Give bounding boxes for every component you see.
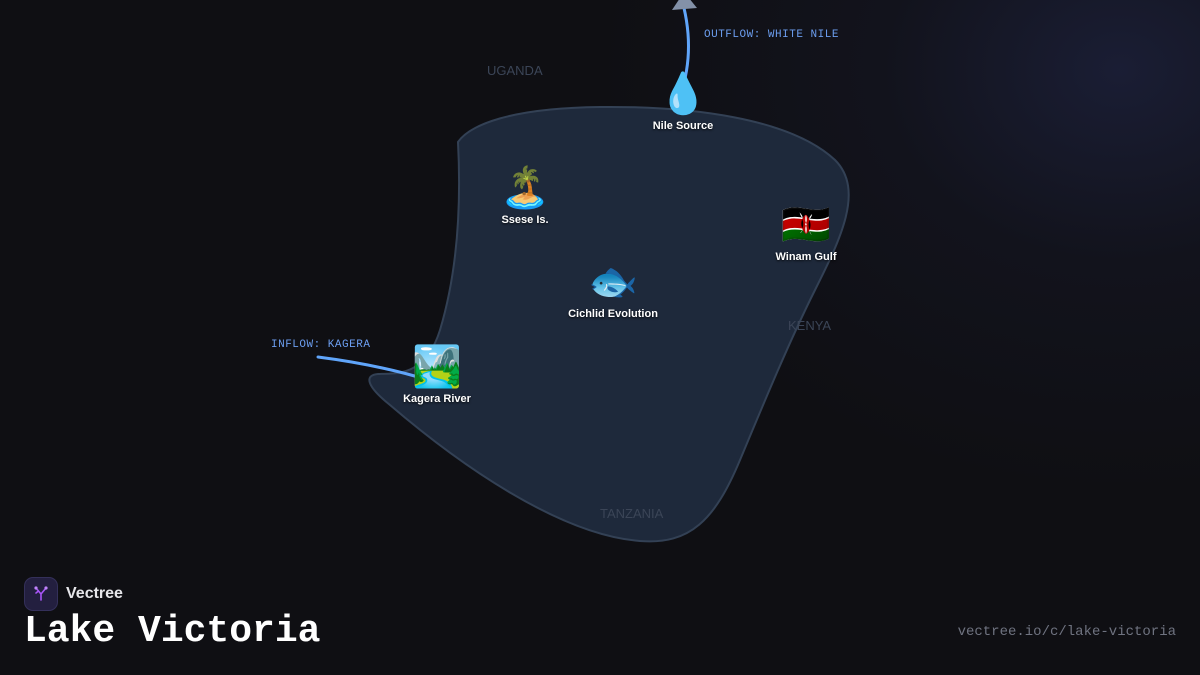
marker-label: Cichlid Evolution <box>568 308 658 320</box>
marker-winam-gulf[interactable]: 🇰🇪 Winam Gulf <box>736 201 876 263</box>
inflow-label: INFLOW: KAGERA <box>271 339 371 351</box>
lake-victoria-shape <box>368 105 850 543</box>
marker-kagera-river[interactable]: 🏞️ Kagera River <box>367 343 507 405</box>
brand: Vectree <box>24 577 123 611</box>
vectree-logo-icon <box>24 577 58 611</box>
outflow-arrowhead <box>672 0 697 10</box>
palm-island-icon: 🏝️ <box>500 165 550 211</box>
white-nile-outflow-line <box>674 6 690 108</box>
river-landscape-icon: 🏞️ <box>412 344 462 390</box>
kagera-inflow-line <box>316 355 430 382</box>
country-label-tanzania: TANZANIA <box>600 506 664 521</box>
droplet-icon: 💧 <box>658 71 708 117</box>
marker-label: Winam Gulf <box>775 251 837 263</box>
page-url[interactable]: vectree.io/c/lake-victoria <box>957 624 1176 640</box>
kenya-flag-icon: 🇰🇪 <box>781 202 831 248</box>
brand-name: Vectree <box>66 585 123 602</box>
marker-label: Kagera River <box>403 393 471 405</box>
marker-ssese-islands[interactable]: 🏝️ Ssese Is. <box>455 164 595 226</box>
country-label-kenya: KENYA <box>788 318 832 333</box>
page-title: Lake Victoria <box>24 610 321 653</box>
tree-branch-icon <box>34 586 48 601</box>
outflow-label: OUTFLOW: WHITE NILE <box>704 29 839 41</box>
fish-icon: 🐟 <box>588 259 638 305</box>
country-label-uganda: UGANDA <box>487 63 543 78</box>
marker-nile-source[interactable]: 💧 Nile Source <box>613 70 753 132</box>
marker-cichlid-evolution[interactable]: 🐟 Cichlid Evolution <box>543 258 683 320</box>
marker-label: Nile Source <box>652 120 714 132</box>
marker-label: Ssese Is. <box>501 214 549 226</box>
